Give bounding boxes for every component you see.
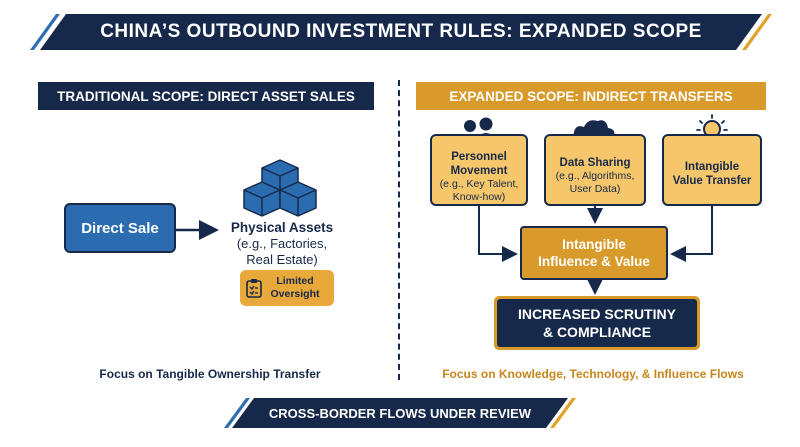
influence-line-2: Influence & Value [538, 254, 650, 269]
personnel-title-1: Personnel [451, 151, 507, 163]
intangible-title-1: Intangible [684, 161, 740, 173]
boxes-icon [243, 159, 317, 217]
data-sharing-sub-1: (e.g., Algorithms, [555, 170, 635, 182]
intangible-title-2: Value Transfer [672, 175, 752, 187]
title-banner: CHINA’S OUTBOUND INVESTMENT RULES: EXPAN… [40, 14, 762, 50]
page-title: CHINA’S OUTBOUND INVESTMENT RULES: EXPAN… [100, 21, 702, 42]
personnel-arrow [478, 206, 518, 262]
scrutiny-line-2: & COMPLIANCE [542, 324, 652, 340]
footer-title: CROSS-BORDER FLOWS UNDER REVIEW [268, 405, 532, 421]
intangible-value-transfer-box: Intangible Value Transfer [662, 134, 762, 206]
badge-line-2: Oversight [270, 288, 320, 300]
data-sharing-box: Data Sharing (e.g., Algorithms, User Dat… [544, 134, 646, 206]
personnel-movement-box: Personnel Movement (e.g., Key Talent, Kn… [430, 134, 528, 206]
traditional-scope-header: TRADITIONAL SCOPE: DIRECT ASSET SALES [38, 82, 374, 110]
direct-sale-box: Direct Sale [64, 203, 176, 253]
scrutiny-line-1: INCREASED SCRUTINY [518, 306, 676, 322]
personnel-sub-2: Know-how) [452, 191, 506, 203]
dashed-divider [398, 80, 400, 380]
limited-oversight-badge: Limited Oversight [240, 270, 334, 306]
intangible-value-arrow [670, 206, 713, 262]
increased-scrutiny-box: INCREASED SCRUTINY & COMPLIANCE [494, 296, 700, 350]
left-focus-caption: Focus on Tangible Ownership Transfer [99, 367, 321, 381]
footer-banner: CROSS-BORDER FLOWS UNDER REVIEW [232, 398, 568, 428]
limited-oversight-label: Limited Oversight [262, 275, 328, 301]
clipboard-check-icon [246, 279, 262, 298]
data-sharing-title: Data Sharing [559, 157, 631, 169]
badge-line-1: Limited [276, 275, 314, 287]
physical-assets-title: Physical Assets [230, 220, 334, 235]
influence-line-1: Intangible [562, 237, 626, 252]
physical-assets-example-1: (e.g., Factories, [236, 236, 328, 251]
data-sharing-sub-2: User Data) [569, 183, 621, 195]
expanded-scope-header: EXPANDED SCOPE: INDIRECT TRANSFERS [416, 82, 766, 110]
physical-assets-example-2: Real Estate) [246, 252, 318, 267]
intangible-influence-box: Intangible Influence & Value [520, 226, 668, 280]
personnel-sub-1: (e.g., Key Talent, [439, 178, 519, 190]
right-focus-caption: Focus on Knowledge, Technology, & Influe… [442, 367, 744, 381]
personnel-title-2: Movement [450, 165, 508, 177]
physical-assets-examples: (e.g., Factories, Real Estate) [222, 236, 342, 268]
scrutiny-inner: INCREASED SCRUTINY & COMPLIANCE [497, 299, 697, 347]
